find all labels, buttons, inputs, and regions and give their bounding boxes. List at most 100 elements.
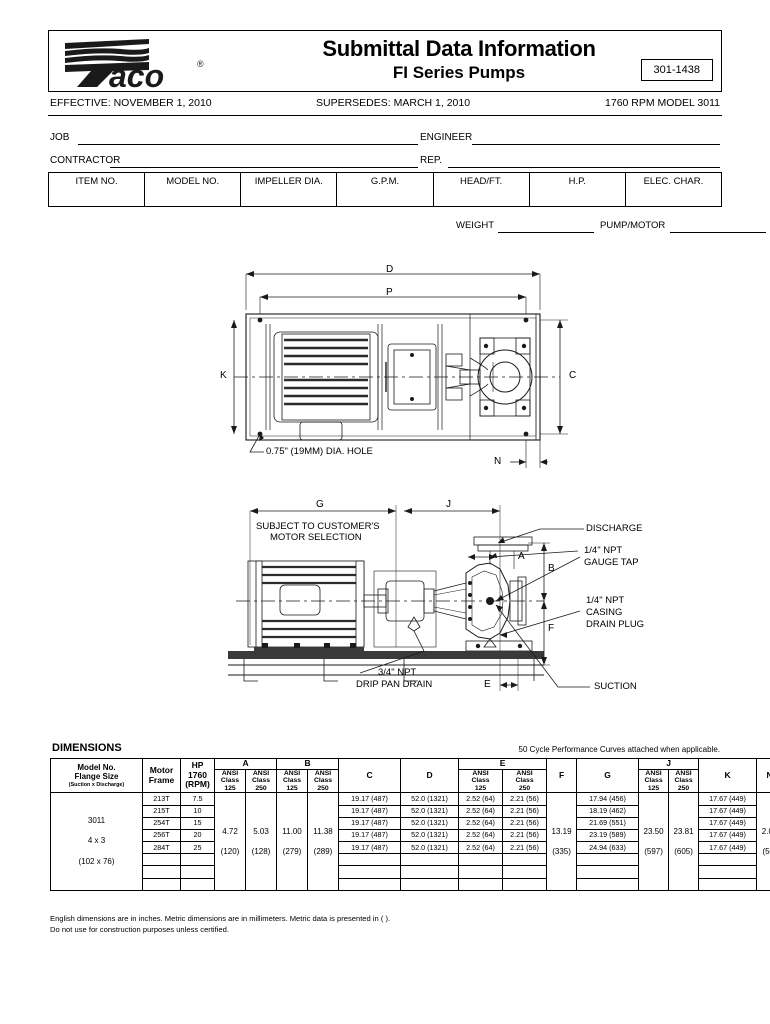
spec-header-gpm: G.P.M. [370,176,400,187]
cell-hp [180,865,215,879]
spec-header-elec-char: ELEC. CHAR. [643,176,704,187]
document-code: 301-1438 [640,59,713,81]
motor-note-line2: MOTOR SELECTION [270,532,362,543]
j250-l1: ANSI [675,769,692,777]
cell-c [338,865,402,879]
header-b-ansi125: ANSI Class 125 [276,768,309,794]
rep-label: REP. [420,155,443,166]
side-view-svg [228,505,590,691]
header-hp-l2: 1760 [188,769,207,780]
cell-e250 [502,853,548,867]
cell-hp: 15 [180,816,215,830]
rpm-model-note: 1760 RPM MODEL 3011 [605,97,720,109]
engineer-input-line[interactable] [472,144,720,145]
dim-label-k: K [220,370,227,381]
b125-l1: ANSI [283,769,301,777]
cell-hp [180,877,215,891]
cell-frame: 284T [142,841,181,855]
b250-l3: 250 [317,784,329,792]
cell-c: 19.17 (487) [338,841,402,855]
spec-col-hp[interactable]: H.P. [530,173,626,206]
cell-f: 13.19 (335) [546,792,578,891]
footnote-line1: English dimensions are in inches. Metric… [50,914,391,923]
a125-l3: 125 [224,784,236,792]
header-b-ansi250: ANSI Class 250 [307,768,340,794]
job-label: JOB [50,132,70,143]
header-k: K [698,757,758,794]
cell-c [338,853,402,867]
header-e-ansi125: ANSI Class 125 [458,768,504,794]
header-hp: HP 1760 (RPM) [180,757,215,794]
document-header: aco ® Submittal Data Information FI Seri… [48,30,722,92]
cell-e125: 2.52 (64) [458,792,504,806]
cell-k: 17.67 (449) [698,841,758,855]
dim-label-p: P [386,287,393,298]
rep-input-line[interactable] [448,167,720,168]
pump-motor-input-line[interactable] [670,232,766,233]
page-title: Submittal Data Information [322,36,596,61]
hole-note: 0.75" (19MM) DIA. HOLE [266,446,373,457]
header-flange-size: Flange Size [74,772,119,782]
cell-hp: 7.5 [180,792,215,806]
footnote-line2: Do not use for construction purposes unl… [50,925,229,934]
cell-g [576,877,640,891]
cell-frame: 254T [142,816,181,830]
value-b125: 11.00 [282,827,302,837]
cell-b125: 11.00 (279) [276,792,309,891]
contractor-input-line[interactable] [110,167,418,168]
table-row[interactable]: 3011 4 x 3 (102 x 76) 213T 7.5 4.72 (120… [50,792,770,891]
table-row[interactable] [51,865,770,879]
gauge-tap-line2: GAUGE TAP [584,557,639,568]
spec-col-gpm[interactable]: G.P.M. [337,173,434,206]
dim-label-b: B [548,563,555,574]
weight-input-line[interactable] [498,232,594,233]
table-row[interactable] [51,853,770,867]
value-j125-metric: (597) [644,846,663,856]
dim-label-a: A [518,551,525,562]
cell-a250: 5.03 (128) [244,792,278,891]
header-hp-l1: HP [191,760,204,771]
spec-col-head-ft[interactable]: HEAD/FT. [434,173,530,206]
a250-l2: Class [251,777,271,785]
spec-header-head-ft: HEAD/FT. [460,176,503,187]
gauge-tap-line1: 1/4" NPT [584,545,623,556]
cell-hp [180,853,215,867]
cell-d: 52.0 (1321) [400,828,460,843]
value-j125: 23.50 [643,827,664,837]
spec-col-item-no[interactable]: ITEM NO. [49,173,146,206]
cell-k [698,865,758,879]
spec-col-impeller-dia[interactable]: IMPELLER DIA. [241,173,338,206]
value-a250-metric: (128) [251,846,271,856]
cell-k: 17.67 (449) [698,792,758,806]
discharge-label: DISCHARGE [586,523,643,534]
dim-label-c: C [569,370,577,381]
table-row[interactable] [51,877,770,891]
cell-b250: 11.38 (289) [307,792,340,891]
spec-col-elec-char[interactable]: ELEC. CHAR. [626,173,721,206]
cell-k: 17.67 (449) [698,828,758,843]
header-row-groups: Model No. Flange Size (Suction x Dischar… [50,757,770,794]
value-b250: 11.38 [313,827,333,837]
dimensions-tbody: 3011 4 x 3 (102 x 76) 213T 7.5 4.72 (120… [50,792,770,891]
job-input-line[interactable] [78,144,418,145]
table-footnote: English dimensions are in inches. Metric… [50,913,390,935]
cell-frame: 213T [142,792,181,806]
table-row[interactable]: 254T 15 19.17 (487) 52.0 (1321) 2.52 (64… [51,816,770,830]
cell-e125 [458,877,504,891]
header-j-ansi125: ANSI Class 125 [638,768,670,794]
cell-k [698,877,758,891]
header-c: C [338,757,402,794]
header-motor-frame-l1: Motor [149,765,174,776]
effective-date: EFFECTIVE: NOVEMBER 1, 2010 [50,97,212,109]
b250-l2: Class [313,777,333,785]
cell-e250: 2.21 (56) [502,816,548,830]
document-page: aco ® Submittal Data Information FI Seri… [48,0,770,1024]
cell-c: 19.17 (487) [338,816,402,830]
dim-label-g: G [316,499,324,510]
value-a125-metric: (120) [220,846,240,856]
e125-l3: 125 [474,784,487,792]
dimensions-title: DIMENSIONS [52,742,122,754]
cycle-note: 50 Cycle Performance Curves attached whe… [518,745,720,754]
e250-l3: 250 [518,784,531,792]
spec-col-model-no[interactable]: MODEL NO. [145,173,242,206]
